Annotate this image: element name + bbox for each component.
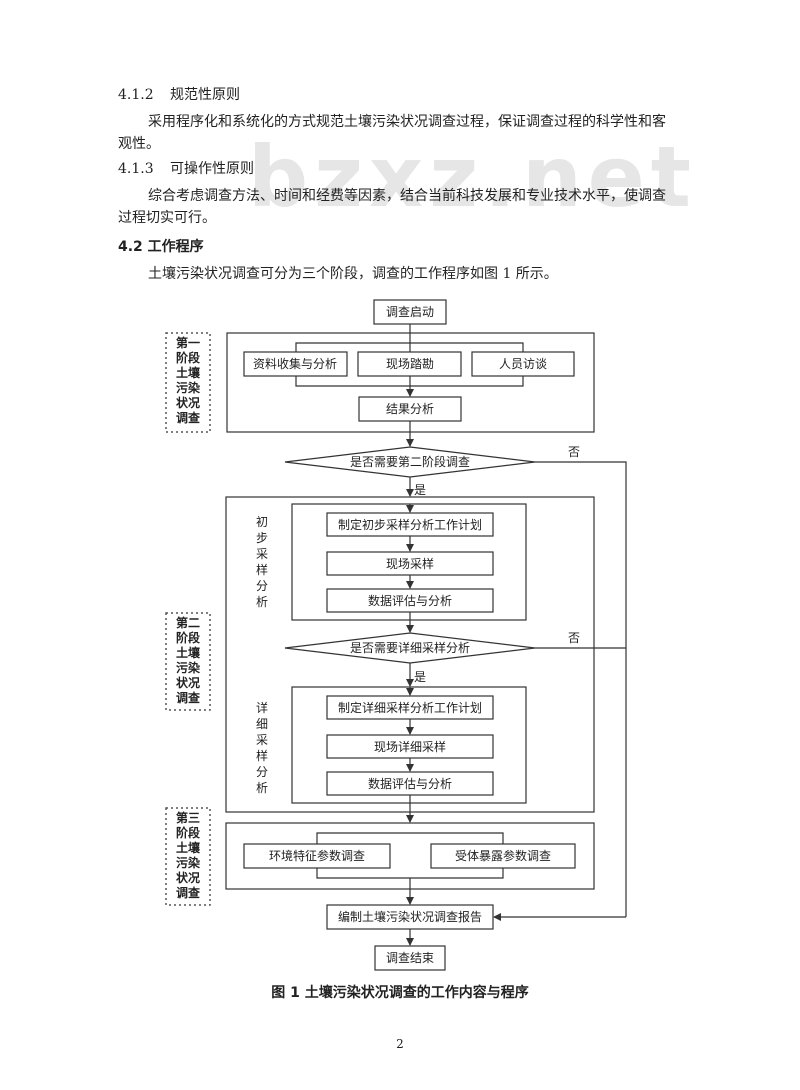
prelim-step-text: 数据评估与分析: [368, 593, 452, 608]
stage3-label-box: [165, 807, 211, 906]
detail-label-char: 样: [256, 748, 268, 763]
detail-label-char: 细: [256, 717, 268, 731]
stage1-item-text: 现场踏勘: [386, 357, 434, 371]
prelim-step-text: 现场采样: [386, 556, 434, 571]
decision1-text: 是否需要第二阶段调查: [350, 454, 470, 469]
stage3-label-line: 污染: [176, 855, 201, 870]
stage1-label-line: 状况: [176, 395, 200, 410]
detail-label-char: 采: [256, 733, 268, 747]
page-number: 2: [396, 1037, 404, 1051]
prelim-frame: [291, 503, 527, 621]
stage3-item-text: 受体暴露参数调查: [455, 848, 551, 863]
detail-label-char: 析: [256, 781, 268, 795]
detail-label: 详 细 采 样 分 析: [256, 700, 268, 795]
stage1-label-line: 土壤: [176, 365, 201, 380]
stage1-label-line: 第一: [176, 335, 200, 350]
detail-step-text: 制定详细采样分析工作计划: [338, 700, 482, 715]
stage3-label-line: 阶段: [176, 825, 201, 840]
paragraph-4-2-line-1: 土壤污染状况调查可分为三个阶段，调查的工作程序如图 1 所示。: [148, 266, 558, 282]
stage1-label-line: 调查: [176, 410, 201, 425]
decision2-text: 是否需要详细采样分析: [350, 640, 470, 655]
section-4-1-3-number: 4.1.3: [118, 161, 154, 177]
decision1-yes-label: 是: [414, 483, 426, 497]
watermark: bzxz.net: [248, 128, 697, 226]
prelim-label-char: 分: [256, 579, 268, 593]
section-4-1-3-title: 可操作性原则: [170, 161, 254, 177]
paragraph-4-1-3-line-1: 综合考虑调查方法、时间和经费等因素，结合当前科技发展和专业技术水平，使调查: [148, 188, 666, 204]
stage2-label-box: [165, 612, 211, 711]
detail-label-char: 分: [256, 765, 268, 779]
prelim-label-char: 样: [256, 562, 268, 577]
detail-label-char: 详: [256, 700, 268, 715]
prelim-label-char: 析: [256, 595, 268, 609]
figure-caption: 图 1 土壤污染状况调查的工作内容与程序: [271, 985, 529, 1001]
stage2-label-line: 阶段: [176, 630, 201, 645]
prelim-step-text: 制定初步采样分析工作计划: [338, 517, 482, 532]
stage1-result-text: 结果分析: [386, 402, 434, 416]
stage3-label-line: 状况: [176, 870, 200, 885]
detail-frame: [291, 686, 527, 804]
stage2-label-line: 状况: [176, 675, 200, 690]
section-4-1-2-title: 规范性原则: [170, 87, 240, 103]
stage2-label-line: 调查: [176, 690, 201, 705]
paragraph-4-1-2-line-1: 采用程序化和系统化的方式规范土壤污染状况调查过程，保证调查过程的科学性和客: [148, 114, 666, 130]
paragraph-4-1-3-line-2: 过程切实可行。: [118, 210, 216, 226]
prelim-label-char: 采: [256, 547, 268, 561]
detail-step-text: 现场详细采样: [374, 739, 446, 754]
stage2-label: 第二 阶段 土壤 污染 状况 调查: [176, 615, 201, 705]
start-text: 调查启动: [386, 305, 434, 319]
decision2-no-label: 否: [568, 631, 580, 645]
end-box: [374, 945, 446, 971]
stage1-item-box: [471, 351, 575, 377]
prelim-label-char: 步: [256, 531, 268, 545]
stage1-label-box: [165, 332, 211, 433]
report-text: 编制土壤污染状况调查报告: [338, 909, 482, 924]
stage3-label: 第三 阶段 土壤 污染 状况 调查: [176, 810, 201, 900]
stage1-item-text: 资料收集与分析: [253, 356, 337, 371]
stage1-label-line: 污染: [176, 380, 201, 395]
end-text: 调查结束: [386, 951, 434, 965]
prelim-label: 初 步 采 样 分 析: [256, 515, 268, 609]
decision1-no-label: 否: [568, 445, 580, 459]
prelim-label-char: 初: [256, 515, 268, 529]
start-box: [373, 299, 447, 325]
report-box: [326, 904, 494, 930]
decision1-no-line: [535, 461, 627, 917]
stage1-label-line: 阶段: [176, 350, 201, 365]
stage1-label: 第一 阶段 土壤 污染 状况 调查: [176, 335, 201, 425]
stage1-item-box: [243, 351, 348, 377]
section-4-1-2-number: 4.1.2: [118, 87, 154, 103]
section-4-2-heading: 4.2 工作程序: [118, 239, 204, 255]
stage3-branch-line: [316, 832, 504, 844]
stage3-label-line: 第三: [176, 810, 200, 825]
stage1-item-text: 人员访谈: [499, 357, 547, 371]
detail-step-text: 数据评估与分析: [368, 776, 452, 791]
stage1-result-box: [358, 396, 462, 422]
stage3-item-text: 环境特征参数调查: [269, 848, 365, 863]
stage3-label-line: 调查: [176, 885, 201, 900]
stage2-label-line: 土壤: [176, 645, 201, 660]
paragraph-4-1-2-line-2: 观性。: [118, 136, 160, 152]
stage3-merge-line: [316, 868, 504, 879]
decision2-yes-label: 是: [414, 670, 426, 684]
stage2-label-line: 污染: [176, 660, 201, 675]
stage2-label-line: 第二: [176, 615, 200, 630]
stage3-label-line: 土壤: [176, 840, 201, 855]
